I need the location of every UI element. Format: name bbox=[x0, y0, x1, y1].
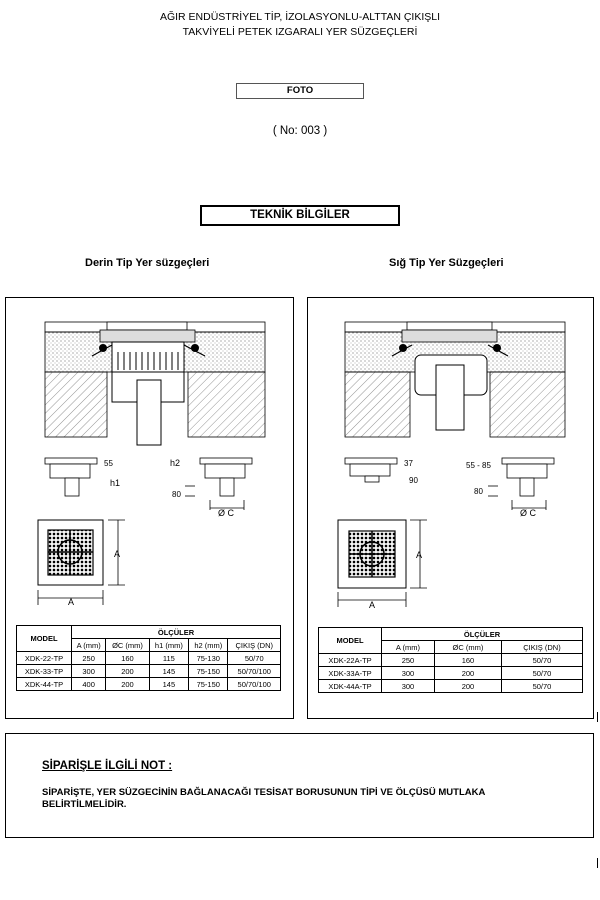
table-cell: 115 bbox=[148, 651, 190, 665]
margin-mark bbox=[597, 858, 598, 868]
table-cell: 250 bbox=[381, 653, 435, 667]
col-header: ÇIKIŞ (DN) bbox=[227, 638, 281, 652]
col-header: ØC (mm) bbox=[433, 640, 502, 654]
note-body: SİPARİŞTE, YER SÜZGECİNİN BAĞLANACAĞI TE… bbox=[42, 787, 486, 810]
olculer-header: ÖLÇÜLER bbox=[381, 627, 583, 641]
table-cell: 300 bbox=[381, 679, 435, 693]
right-section-view bbox=[344, 321, 566, 438]
table-row: XDK-22A-TP 250 160 50/70 bbox=[318, 653, 584, 667]
right-panel bbox=[307, 297, 594, 719]
table-cell: 50/70 bbox=[500, 653, 584, 667]
dim-oc-right: Ø C bbox=[520, 508, 537, 518]
table-row: XDK-44-TP 400 200 145 75-150 50/70/100 bbox=[16, 677, 281, 691]
dim-a-side: A bbox=[114, 549, 120, 559]
right-plan-view bbox=[337, 519, 427, 607]
left-plan-view bbox=[37, 519, 125, 605]
title-line-2: TAKVİYELİ PETEK IZGARALI YER SÜZGEÇLERİ bbox=[182, 26, 418, 38]
table-cell: XDK-33-TP bbox=[16, 664, 72, 678]
dim-80: 80 bbox=[172, 490, 181, 499]
table-cell: XDK-44A-TP bbox=[318, 679, 382, 693]
table-cell: XDK-22-TP bbox=[16, 651, 72, 665]
col-header: A (mm) bbox=[70, 638, 107, 652]
table-cell: 400 bbox=[70, 677, 107, 691]
table-cell: 200 bbox=[433, 679, 502, 693]
table-cell: 50/70 bbox=[500, 679, 584, 693]
table-cell: 250 bbox=[70, 651, 107, 665]
olculer-header: ÖLÇÜLER bbox=[71, 625, 281, 639]
right-elevation-views bbox=[344, 457, 555, 510]
table-cell: 160 bbox=[105, 651, 150, 665]
title-line-1: AĞIR ENDÜSTRİYEL TİP, İZOLASYONLU-ALTTAN… bbox=[159, 11, 441, 23]
dim-a-bottom-right: A bbox=[369, 600, 375, 610]
dim-55: 55 bbox=[104, 459, 113, 468]
table-cell: 200 bbox=[105, 677, 150, 691]
table-cell: XDK-33A-TP bbox=[318, 666, 382, 680]
dim-h1: h1 bbox=[110, 478, 120, 488]
table-cell: 145 bbox=[148, 664, 190, 678]
col-header: h2 (mm) bbox=[188, 638, 229, 652]
table-cell: 50/70/100 bbox=[227, 664, 281, 678]
doc-number: ( No: 003 ) bbox=[272, 125, 328, 137]
left-panel bbox=[5, 297, 294, 719]
table-cell: 145 bbox=[148, 677, 190, 691]
table-cell: 75-150 bbox=[188, 664, 229, 678]
col-header: h1 (mm) bbox=[148, 638, 190, 652]
left-elevation-views bbox=[44, 457, 253, 510]
dim-37: 37 bbox=[404, 459, 413, 468]
dim-55-85: 55 - 85 bbox=[466, 461, 491, 470]
right-subtitle: Sığ Tip Yer Süzgeçleri bbox=[389, 257, 504, 269]
section-title: TEKNİK BİLGİLER bbox=[200, 205, 400, 226]
table-cell: 75-150 bbox=[188, 677, 229, 691]
dim-80-right: 80 bbox=[474, 487, 483, 496]
note-title: SİPARİŞLE İLGİLİ NOT : bbox=[42, 760, 173, 772]
table-cell: 200 bbox=[433, 666, 502, 680]
col-header: ÇIKIŞ (DN) bbox=[500, 640, 584, 654]
table-row: XDK-44A-TP 300 200 50/70 bbox=[318, 679, 584, 693]
right-spec-table: MODEL ÖLÇÜLER A (mm) ØC (mm) ÇIKIŞ (DN) … bbox=[318, 627, 584, 693]
col-header: ØC (mm) bbox=[105, 638, 150, 652]
table-cell: 75-130 bbox=[188, 651, 229, 665]
dim-oc: Ø C bbox=[218, 508, 235, 518]
dim-90: 90 bbox=[409, 476, 418, 485]
left-subtitle: Derin Tip Yer süzgeçleri bbox=[85, 257, 210, 269]
table-cell: 50/70 bbox=[500, 666, 584, 680]
dim-a-bottom: A bbox=[68, 597, 74, 607]
table-cell: 50/70 bbox=[227, 651, 281, 665]
table-row: XDK-22-TP 250 160 115 75-130 50/70 bbox=[16, 651, 281, 665]
model-header: MODEL bbox=[318, 627, 382, 654]
col-header: A (mm) bbox=[381, 640, 435, 654]
left-spec-table: MODEL ÖLÇÜLER A (mm) ØC (mm) h1 (mm) h2 … bbox=[16, 625, 281, 691]
table-cell: 200 bbox=[105, 664, 150, 678]
table-row: XDK-33-TP 300 200 145 75-150 50/70/100 bbox=[16, 664, 281, 678]
table-cell: 50/70/100 bbox=[227, 677, 281, 691]
table-cell: 300 bbox=[381, 666, 435, 680]
table-row: XDK-33A-TP 300 200 50/70 bbox=[318, 666, 584, 680]
table-cell: 300 bbox=[70, 664, 107, 678]
dim-a-side-right: A bbox=[416, 550, 422, 560]
dim-h2: h2 bbox=[170, 458, 180, 468]
note-box bbox=[5, 733, 594, 838]
table-cell: XDK-22A-TP bbox=[318, 653, 382, 667]
left-section-view bbox=[44, 321, 266, 446]
margin-mark bbox=[597, 712, 598, 722]
table-cell: 160 bbox=[433, 653, 502, 667]
foto-label: FOTO bbox=[236, 83, 364, 99]
model-header: MODEL bbox=[16, 625, 72, 652]
table-cell: XDK-44-TP bbox=[16, 677, 72, 691]
document-title: AĞIR ENDÜSTRİYEL TİP, İZOLASYONLU-ALTTAN… bbox=[0, 10, 600, 40]
